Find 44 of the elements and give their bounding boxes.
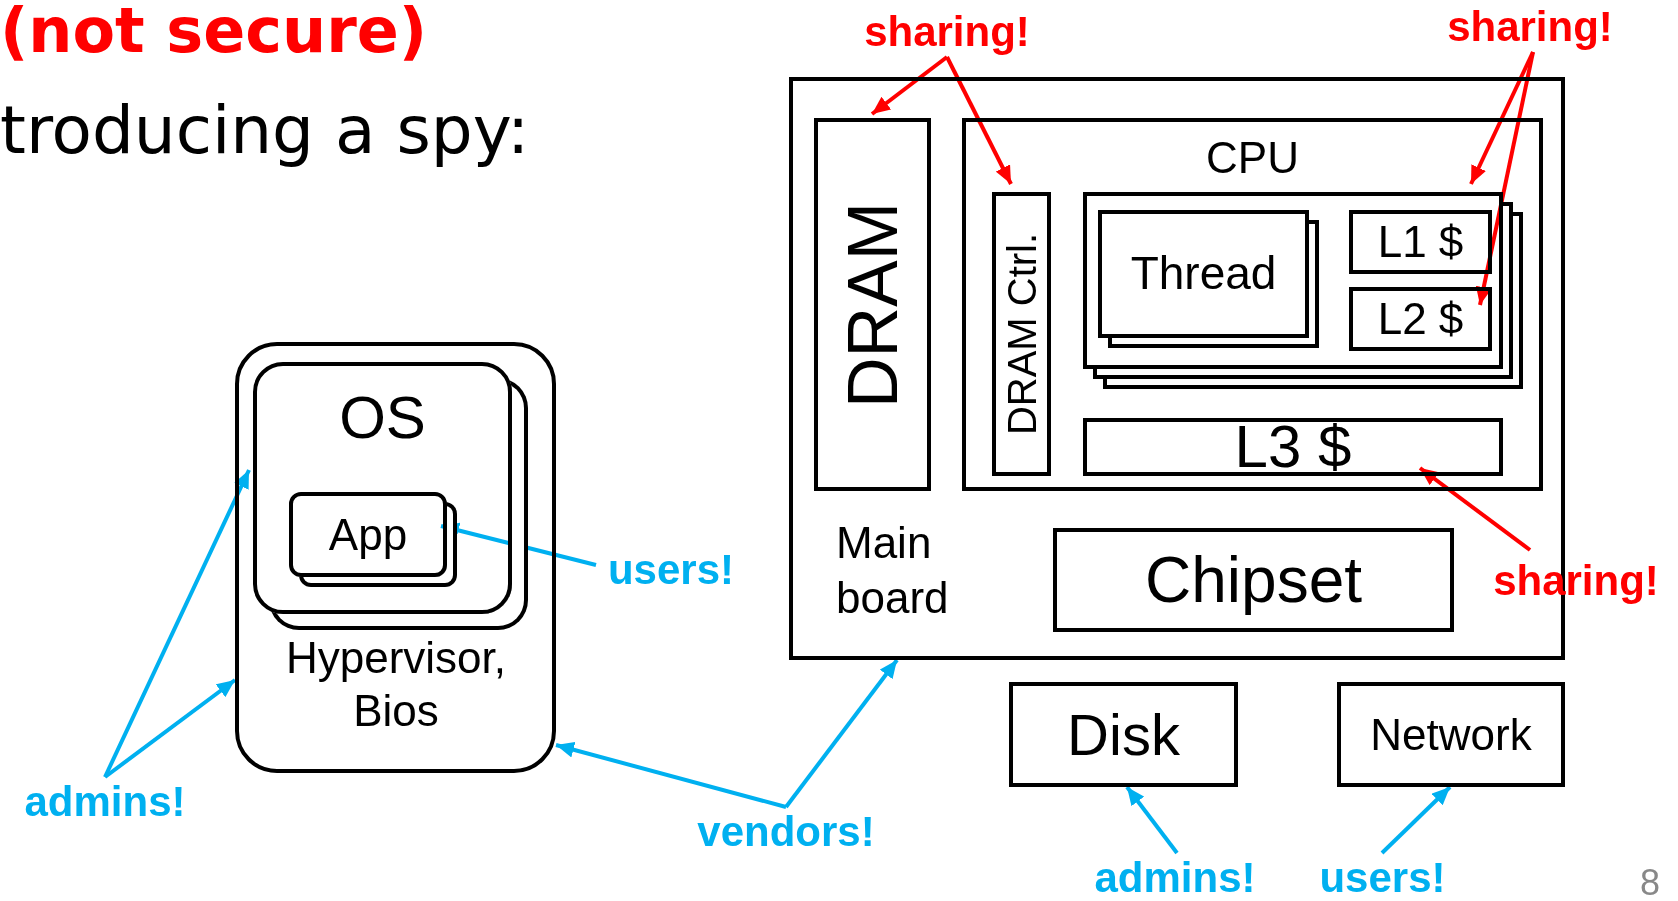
arrow	[1469, 51, 1535, 185]
box-label: Disk	[1067, 700, 1180, 769]
arrow	[555, 741, 787, 809]
callout-text: sharing!	[1435, 2, 1625, 52]
callout-text: sharing!	[852, 7, 1042, 57]
l1-cache-box	[1349, 210, 1492, 274]
arrow	[1418, 466, 1532, 552]
cpu-box	[962, 118, 1543, 491]
subtitle-text: (not secure)	[0, 0, 428, 67]
arrow	[945, 56, 1013, 185]
box-label: Chipset	[1145, 542, 1362, 618]
arrow	[1125, 785, 1179, 855]
dram-box	[814, 118, 931, 491]
callout-text: vendors!	[686, 807, 886, 857]
hypervisor-box	[235, 342, 556, 773]
callout-text: admins!	[1085, 853, 1265, 899]
network-box	[1337, 682, 1565, 787]
box-label: DRAM Ctrl.	[998, 232, 1045, 436]
arrow	[1380, 785, 1452, 855]
arrow	[1475, 51, 1535, 306]
box-label: Network	[1370, 708, 1532, 761]
heading-text: troducing a spy:	[0, 92, 530, 169]
arrow	[103, 469, 251, 778]
chipset-box	[1053, 528, 1454, 632]
callout-text: users!	[596, 545, 746, 595]
arrow	[103, 678, 237, 779]
arrow	[784, 658, 899, 809]
page-number: 8	[1640, 862, 1661, 901]
l3-cache-box	[1083, 418, 1503, 476]
box-label: L1 $	[1377, 215, 1464, 268]
dram-controller-box	[992, 192, 1051, 476]
box-label: Main board	[836, 517, 950, 624]
box-label: L3 $	[1234, 412, 1352, 482]
box-label: OS	[338, 383, 427, 453]
box-label: Thread	[1130, 246, 1277, 302]
box-label: L2 $	[1377, 292, 1464, 345]
box-label: CPU	[1205, 132, 1300, 184]
l2-cache-box	[1349, 287, 1492, 351]
box-label: DRAM	[832, 201, 913, 408]
box-label: Hypervisor, Bios	[284, 632, 508, 737]
callout-text: users!	[1310, 853, 1455, 899]
box-label: App	[328, 508, 408, 561]
arrow	[870, 55, 949, 116]
callout-text: admins!	[15, 777, 195, 827]
